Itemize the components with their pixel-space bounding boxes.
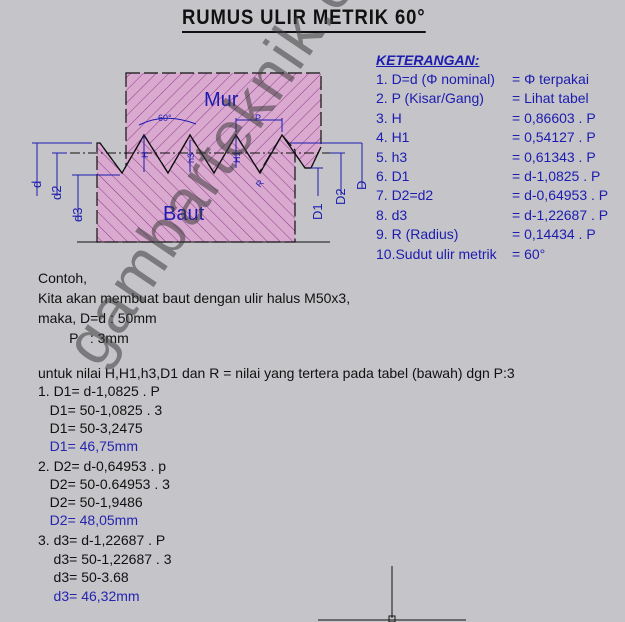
legend-row: 8. d3 = d-1,22687 . P bbox=[376, 206, 608, 226]
legend-label: 1. D=d (Φ nominal) bbox=[376, 71, 495, 87]
legend-row: 7. D2=d2 = d-0,64953 . P bbox=[376, 187, 608, 206]
h3-label: h3 bbox=[186, 153, 196, 163]
example-line: D2= 50-0.64953 . 3 bbox=[38, 476, 170, 492]
legend-label: 10.Sudut ulir metrik bbox=[376, 245, 497, 262]
example-line: d3= 46,32mm bbox=[38, 588, 140, 604]
R-label: R bbox=[254, 177, 266, 189]
legend-label: 4. H1 bbox=[376, 129, 410, 146]
legend-label: 2. P (Kisar/Gang) bbox=[376, 90, 484, 107]
legend-label: 3. H bbox=[376, 109, 402, 126]
d-label: d bbox=[29, 181, 44, 188]
mur-label: Mur bbox=[204, 89, 239, 111]
legend-label: 8. d3 bbox=[376, 206, 408, 223]
example-line: d3= 50-3.68 bbox=[38, 569, 129, 585]
page-title: RUMUS ULIR METRIK 60° bbox=[182, 6, 426, 33]
legend-row: 10.Sudut ulir metrik = 60° bbox=[376, 245, 545, 265]
legend-row: 9. R (Radius) = 0,14434 . P bbox=[376, 226, 596, 245]
example-line: 2. D2= d-0,64953 . p bbox=[38, 458, 167, 474]
legend-row: 6. D1 = d-1,0825 . P bbox=[376, 167, 600, 187]
legend-row: 2. P (Kisar/Gang) = Lihat tabel bbox=[376, 90, 589, 109]
example-line: 3. d3= d-1,22687 . P bbox=[38, 532, 166, 548]
legend-label: 7. D2=d2 bbox=[376, 187, 434, 204]
legend-row: 3. H = 0,86603 . P bbox=[376, 109, 596, 129]
example-line: d3= 50-1,22687 . 3 bbox=[38, 551, 172, 567]
example-line: 1. D1= d-1,0825 . P bbox=[38, 383, 160, 399]
legend-value: = Φ terpakai bbox=[512, 71, 589, 87]
legend-value: = 0,61343 . P bbox=[512, 148, 596, 165]
d2-label: d2 bbox=[49, 186, 64, 200]
example-line: D1= 50-1,0825 . 3 bbox=[38, 402, 163, 418]
legend: KETERANGAN: 1. D=d (Φ nominal) = Φ terpak… bbox=[376, 52, 608, 265]
legend-heading: KETERANGAN: bbox=[376, 52, 480, 68]
legend-value: = d-1,0825 . P bbox=[512, 167, 601, 184]
H-label: H bbox=[140, 152, 150, 159]
D1-label: D1 bbox=[310, 203, 325, 220]
legend-value: = 60° bbox=[512, 245, 546, 262]
legend-value: = 0,86603 . P bbox=[512, 109, 596, 126]
legend-value: = 0,54127 . P bbox=[512, 129, 596, 146]
example-line: D1= 50-3,2475 bbox=[38, 420, 143, 436]
legend-label: 5. h3 bbox=[376, 148, 408, 165]
legend-value: = d-0,64953 . P bbox=[512, 187, 609, 204]
example-line: Contoh, bbox=[38, 270, 88, 286]
example-line: untuk nilai H,H1,h3,D1 dan R = nilai yan… bbox=[38, 365, 515, 381]
d3-label: d3 bbox=[70, 208, 85, 222]
example-line: maka, D=d : 50mm bbox=[38, 310, 157, 326]
D2-label: D2 bbox=[333, 188, 348, 205]
legend-value: = d-1,22687 . P bbox=[512, 206, 609, 223]
legend-row: 4. H1 = 0,54127 . P bbox=[376, 129, 596, 148]
example-line: P : 3mm bbox=[38, 330, 129, 346]
legend-label: 9. R (Radius) bbox=[376, 226, 459, 243]
legend-value: = 0,14434 . P bbox=[512, 226, 596, 243]
example-line: D2= 50-1,9486 bbox=[38, 494, 143, 510]
H1-label: H1 bbox=[232, 151, 242, 163]
crosshair-cursor-icon bbox=[318, 566, 466, 622]
legend-label: 6. D1 bbox=[376, 167, 410, 184]
angle-label: 60° bbox=[158, 113, 172, 123]
example-line: D1= 46,75mm bbox=[38, 438, 138, 454]
example-line: Kita akan membuat baut dengan ulir halus… bbox=[38, 290, 351, 306]
pitch-label: P bbox=[255, 113, 261, 123]
legend-row: 5. h3 = 0,61343 . P bbox=[376, 148, 596, 168]
D-label: D bbox=[354, 181, 369, 190]
legend-value: = Lihat tabel bbox=[512, 90, 589, 107]
example-line: D2= 48,05mm bbox=[38, 512, 138, 528]
legend-row: 1. D=d (Φ nominal) = Φ terpakai bbox=[376, 71, 589, 90]
baut-label: Baut bbox=[163, 203, 205, 225]
